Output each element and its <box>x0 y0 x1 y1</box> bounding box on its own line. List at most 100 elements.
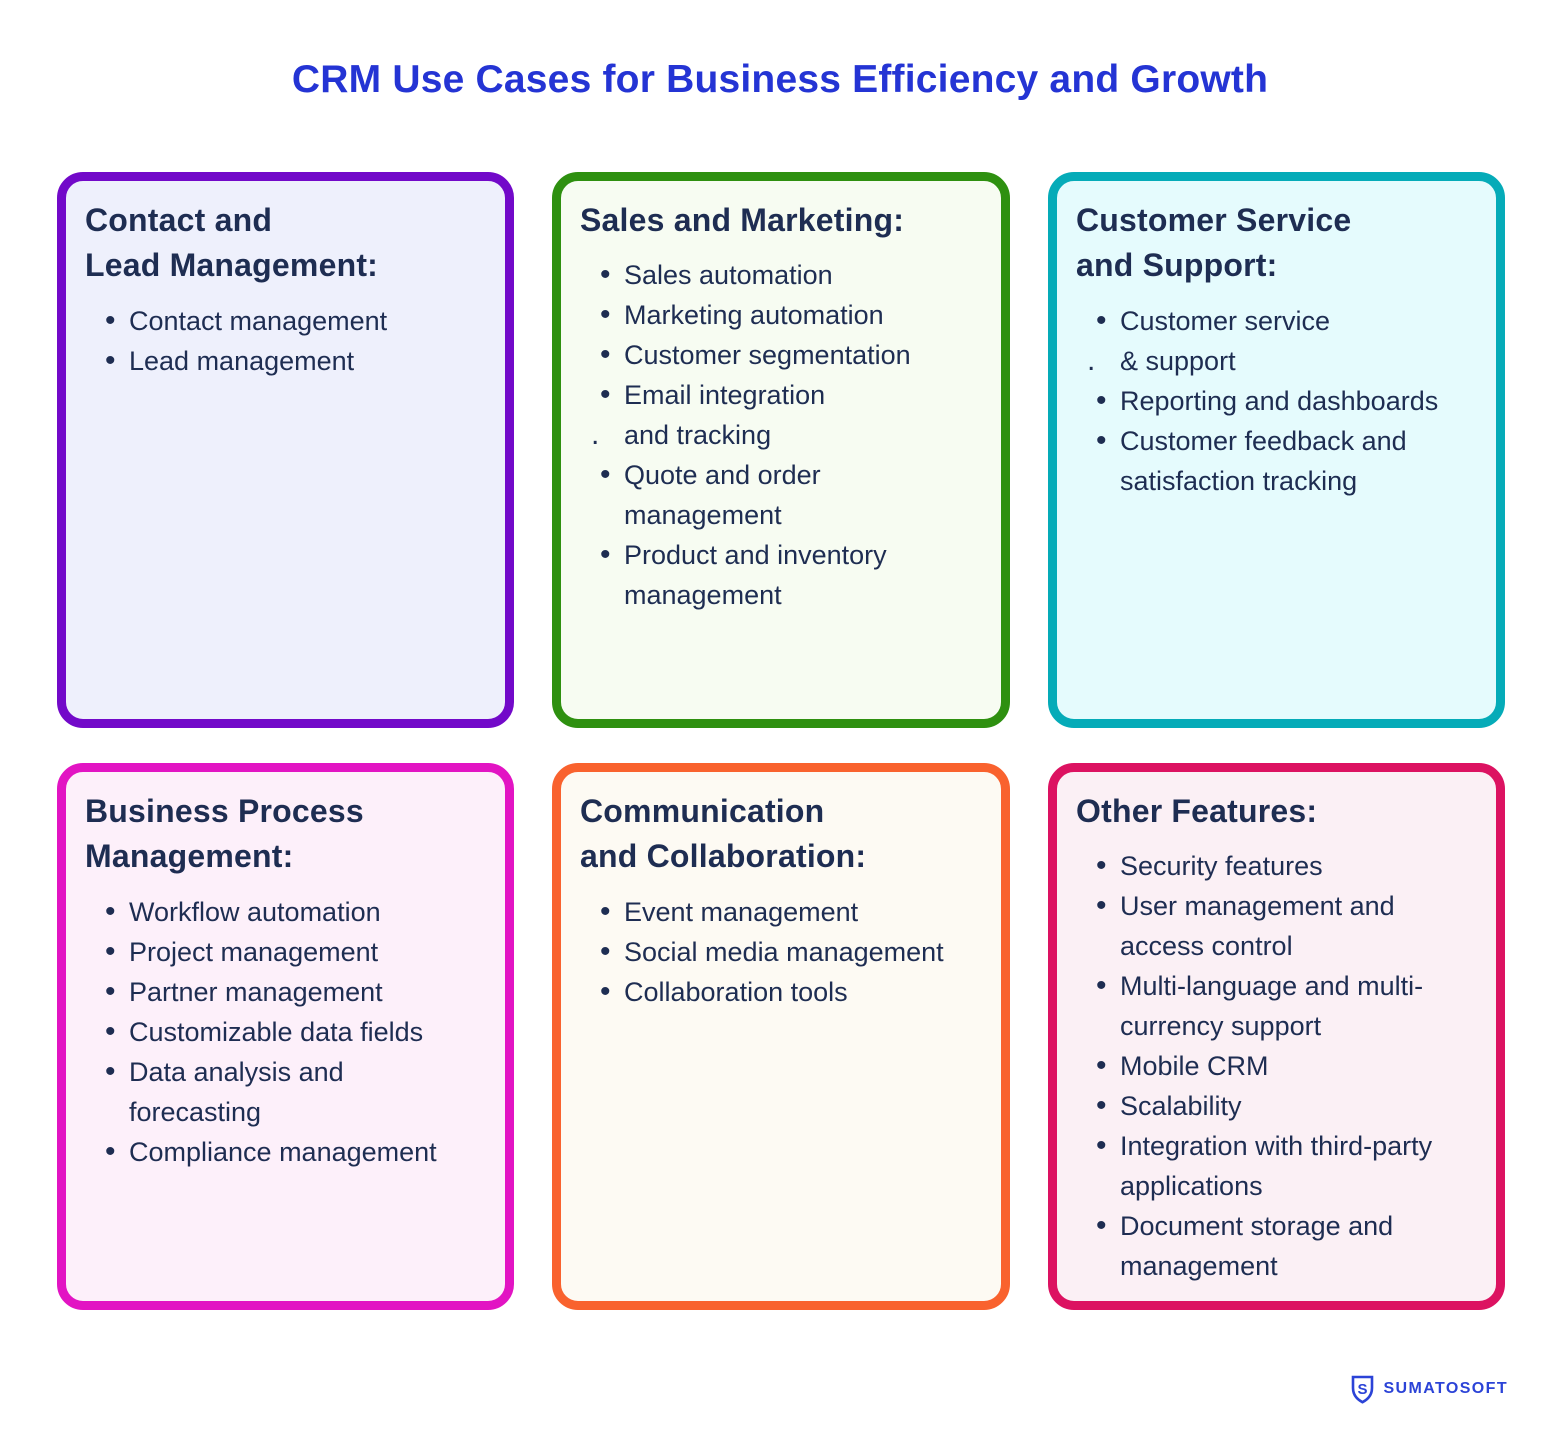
list-item-line: •Scalability <box>1096 1086 1476 1126</box>
bullet-icon: • <box>600 338 611 372</box>
list-item-text: currency support <box>1120 1011 1322 1042</box>
list-item-line: •satisfaction tracking <box>1096 461 1476 501</box>
bullet-icon: • <box>600 378 611 412</box>
list-item-text: Mobile CRM <box>1120 1051 1269 1082</box>
list-item-line: •Compliance management <box>105 1132 485 1172</box>
bullet-icon: • <box>1096 383 1107 417</box>
list-item-line: •User management and <box>1096 886 1476 926</box>
list-item-line: •Customizable data fields <box>105 1012 485 1052</box>
list-item-text: Customizable data fields <box>129 1016 424 1047</box>
list-item-text: Data analysis and <box>129 1056 344 1087</box>
card-sales-and-marketing: Sales and Marketing: • Sales automation • M… <box>552 172 1010 728</box>
card-heading: Communication and Collaboration: <box>580 793 867 875</box>
bullet-icon: • <box>600 894 611 928</box>
card-heading: Contact and Lead Management: <box>85 202 379 284</box>
list-item-text: Security features <box>1120 851 1323 882</box>
feature-list: • Event management •Social media managemen… <box>600 892 981 1012</box>
bullet-icon: • <box>105 894 116 928</box>
bullet-icon: • <box>1096 1209 1107 1243</box>
list-item-text: & support <box>1120 345 1236 376</box>
bullet-icon: • <box>1096 303 1107 337</box>
card-contact-and-lead-management: Contact and Lead Management: • Contact ma… <box>57 172 514 728</box>
list-item-text: Product and inventory <box>624 540 887 571</box>
list-item-line: •Customer segmentation <box>600 335 981 375</box>
list-item-text: Lead management <box>129 345 355 376</box>
feature-list: • Sales automation • Marketing automation •C… <box>591 255 981 615</box>
bullet-icon: • <box>1096 969 1107 1003</box>
list-item-text: Reporting and dashboards <box>1120 385 1439 416</box>
list-item-text: management <box>1120 1251 1278 1282</box>
list-item-line: •Social media management <box>600 932 981 972</box>
list-item-line: • Workflow automation <box>105 892 485 932</box>
list-item-text: Event management <box>624 896 859 927</box>
bullet-icon: • <box>1096 423 1107 457</box>
list-item-line: • Customer service <box>1096 301 1476 341</box>
list-item-text: management <box>624 580 782 611</box>
list-item-line: • Sales automation <box>600 255 981 295</box>
bullet-icon: • <box>600 974 611 1008</box>
list-item-text: Workflow automation <box>129 896 381 927</box>
list-item-text: Quote and order <box>624 460 821 491</box>
list-item-text: Compliance management <box>129 1136 437 1167</box>
bullet-icon: • <box>1096 1049 1107 1083</box>
list-item-line: •Integration with third-party <box>1096 1126 1476 1166</box>
card-heading: Sales and Marketing: <box>580 202 905 238</box>
list-item-text: Sales automation <box>624 260 833 291</box>
bullet-icon: • <box>600 258 611 292</box>
list-item-line: • Multi-language and multi- <box>1096 966 1476 1006</box>
page-title: CRM Use Cases for Business Efficiency an… <box>291 58 1269 101</box>
list-item-text: Customer service <box>1120 305 1331 336</box>
bullet-icon: • <box>105 934 116 968</box>
bullet-icon: • <box>105 343 116 377</box>
feature-list: •Security features•User management and•a… <box>1096 846 1476 1286</box>
list-item-line: •Security features <box>1096 846 1476 886</box>
card-heading: Other Features: <box>1076 793 1318 829</box>
list-item-line: •Project management <box>105 932 485 972</box>
list-item-line: • Marketing automation <box>600 295 981 335</box>
sumatosoft-logo-text: SUMATOSOFT <box>1383 1380 1508 1397</box>
list-item-line: •management <box>600 575 981 615</box>
list-item-text: Collaboration tools <box>624 976 848 1007</box>
list-item-line: . and tracking <box>591 415 981 455</box>
bullet-icon: • <box>600 298 611 332</box>
feature-list: •Workflow automation•Project management•… <box>105 892 485 1172</box>
list-item-line: •forecasting <box>105 1092 485 1132</box>
list-item-text: applications <box>1120 1171 1263 1202</box>
list-item-line: •access control <box>1096 926 1476 966</box>
list-item-line: • Email integration <box>600 375 981 415</box>
list-item-text: Multi-language and multi- <box>1120 971 1424 1002</box>
list-item-line: • Partner management <box>105 972 485 1012</box>
bullet-icon: • <box>105 974 116 1008</box>
card-other-features: Other Features: •Security features•User … <box>1048 763 1505 1310</box>
list-item-line: • Mobile CRM <box>1096 1046 1476 1086</box>
list-item-text: Partner management <box>129 976 383 1007</box>
list-item-line: •management <box>600 495 981 535</box>
list-item-line: • Reporting and dashboards <box>1096 381 1476 421</box>
list-item-text: access control <box>1120 931 1293 962</box>
bullet-icon: • <box>105 303 116 337</box>
list-item-text: Email integration <box>624 380 826 411</box>
bullet-icon: • <box>600 458 611 492</box>
card-customer-service-and-support: Customer Service and Support: •Customer … <box>1048 172 1505 728</box>
card-heading: Customer Service and Support: <box>1076 202 1352 284</box>
bullet-icon: • <box>600 934 611 968</box>
list-item-line: •Customer feedback and <box>1096 421 1476 461</box>
list-item-text: forecasting <box>129 1096 262 1127</box>
list-item-line: •Product and inventory <box>600 535 981 575</box>
list-item-text: Marketing automation <box>624 300 884 331</box>
sumatosoft-shield-icon: S <box>1352 1375 1374 1404</box>
list-item-text: management <box>624 500 782 531</box>
continuation-dot-icon: . <box>591 418 600 452</box>
list-item-text: Contact management <box>129 305 388 336</box>
list-item-text: User management and <box>1120 891 1395 922</box>
card-communication-and-collaboration: Communication and Collaboration: • Event … <box>552 763 1010 1310</box>
list-item-line: • Event management <box>600 892 981 932</box>
continuation-dot-icon: . <box>1087 343 1096 377</box>
card-heading: Business Process Management: <box>85 793 364 875</box>
list-item-text: satisfaction tracking <box>1120 465 1358 496</box>
list-item-line: •management <box>1096 1246 1476 1286</box>
card-grid: Contact and Lead Management: • Contact ma… <box>57 172 1505 1310</box>
list-item-line: • Contact management <box>105 301 485 341</box>
list-item-text: and tracking <box>624 420 772 451</box>
